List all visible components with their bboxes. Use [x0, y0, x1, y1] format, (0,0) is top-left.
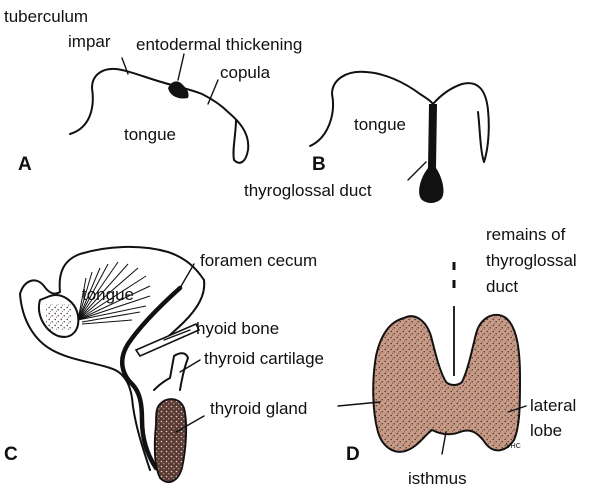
thyroid-cartilage-label: thyroid cartilage	[204, 349, 324, 368]
tuberculum-label: tuberculum	[4, 7, 88, 26]
thyroid-cartilage-leader	[180, 360, 200, 372]
panel-b: tongue thyroglossal duct B	[244, 72, 489, 203]
thyroid-gland-label: thyroid gland	[210, 399, 307, 418]
thyroglossal-duct-shape	[419, 104, 443, 203]
hyoid-bone-shape	[136, 324, 199, 356]
remains-label-line3: duct	[486, 277, 518, 296]
mandible-stipple	[46, 304, 72, 330]
lateral-lobe-label-line2: lobe	[530, 421, 562, 440]
panel-b-letter: B	[312, 154, 326, 175]
foramen-cecum-leader	[180, 264, 194, 288]
remains-label-line2: thyroglossal	[486, 251, 577, 270]
thyroid-cartilage-shape	[154, 353, 188, 390]
remains-label-line1: remains of	[486, 225, 566, 244]
panel-a-letter: A	[18, 154, 32, 175]
gland-stipple	[373, 315, 520, 452]
panel-c: tongue foramen cecum hyoid bone thyroid …	[4, 247, 324, 482]
panel-b-tongue-label: tongue	[354, 115, 406, 134]
thyroglossal-duct-label: thyroglossal duct	[244, 181, 372, 200]
panel-d-letter: D	[346, 444, 360, 465]
impar-label: impar	[68, 32, 111, 51]
panel-a-tongue-label: tongue	[124, 125, 176, 144]
isthmus-label: isthmus	[408, 469, 467, 488]
entodermal-thickening-shape	[168, 81, 189, 98]
panel-c-tongue-label: tongue	[82, 285, 134, 304]
isthmus-leader	[442, 432, 446, 454]
entodermal-leader	[178, 54, 184, 80]
copula-label: copula	[220, 63, 271, 82]
panel-a: tuberculum impar entodermal thickening c…	[4, 7, 302, 175]
panel-d: remains of thyroglossal duct lateral lob…	[338, 225, 577, 488]
artist-initials: VHC	[506, 443, 521, 450]
entodermal-thickening-label: entodermal thickening	[136, 35, 302, 54]
panel-c-thyroid-gland	[155, 399, 186, 482]
hyoid-bone-label: hyoid bone	[196, 319, 279, 338]
panel-c-letter: C	[4, 444, 18, 465]
lateral-lobe-label-line1: lateral	[530, 396, 576, 415]
panel-a-tongue-outline	[70, 69, 248, 163]
foramen-cecum-label: foramen cecum	[200, 251, 317, 270]
